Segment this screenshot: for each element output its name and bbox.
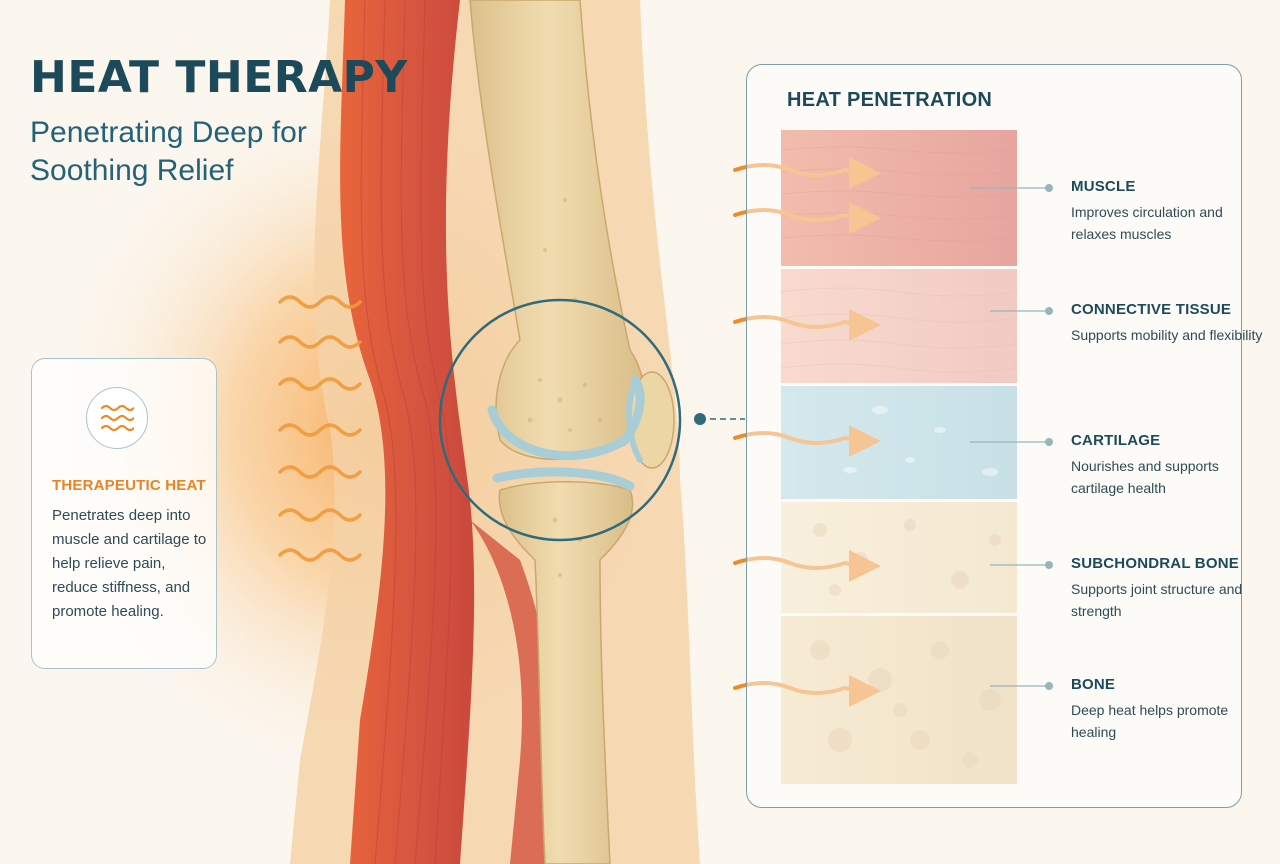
muscle-fibers — [360, 0, 452, 864]
heat-penetration-panel: HEAT PENETRATION — [746, 64, 1242, 808]
heat-waves — [278, 295, 362, 562]
info-card-body: Penetrates deep into muscle and cartilag… — [52, 507, 207, 620]
layer-name: CONNECTIVE TISSUE — [1071, 301, 1232, 318]
layer-name: CARTILAGE — [1071, 432, 1161, 449]
layer-description: Nourishes and supports cartilage health — [1071, 458, 1219, 496]
page-subtitle: Penetrating Deep for Soothing Relief — [30, 116, 307, 187]
layer-name: SUBCHONDRAL BONE — [1071, 555, 1239, 572]
muscle-front — [340, 0, 475, 864]
layer-label-cartilage: CARTILAGE Nourishes and supports cartila… — [1071, 432, 1271, 499]
info-card-heading: THERAPEUTIC HEAT — [52, 477, 206, 494]
layer-label-muscle: MUSCLE Improves circulation and relaxes … — [1071, 178, 1271, 245]
layer-description: Supports joint structure and strength — [1071, 581, 1243, 619]
therapeutic-heat-card: THERAPEUTIC HEAT Penetrates deep into mu… — [31, 358, 217, 669]
panel-title: HEAT PENETRATION — [787, 89, 993, 111]
muscle-back — [470, 520, 561, 864]
layer-label-subchondral-bone: SUBCHONDRAL BONE Supports joint structur… — [1071, 555, 1271, 622]
layer-description: Deep heat helps promote healing — [1071, 702, 1229, 740]
layer-description: Improves circulation and relaxes muscles — [1071, 204, 1223, 242]
layer-name: MUSCLE — [1071, 178, 1136, 195]
tibia-cartilage — [492, 467, 635, 491]
layer-name: BONE — [1071, 676, 1116, 693]
focus-connector-dot — [694, 413, 706, 425]
joint-focus-circle — [438, 298, 682, 542]
heat-waves-icon — [86, 387, 148, 449]
layer-label-bone: BONE Deep heat helps promote healing — [1071, 676, 1271, 743]
layer-description: Supports mobility and flexibility — [1071, 327, 1263, 343]
patella-cartilage — [626, 381, 643, 463]
femur-cartilage — [487, 375, 645, 461]
page-title: HEAT THERAPY — [30, 52, 408, 103]
layer-label-connective-tissue: CONNECTIVE TISSUE Supports mobility and … — [1071, 301, 1271, 346]
